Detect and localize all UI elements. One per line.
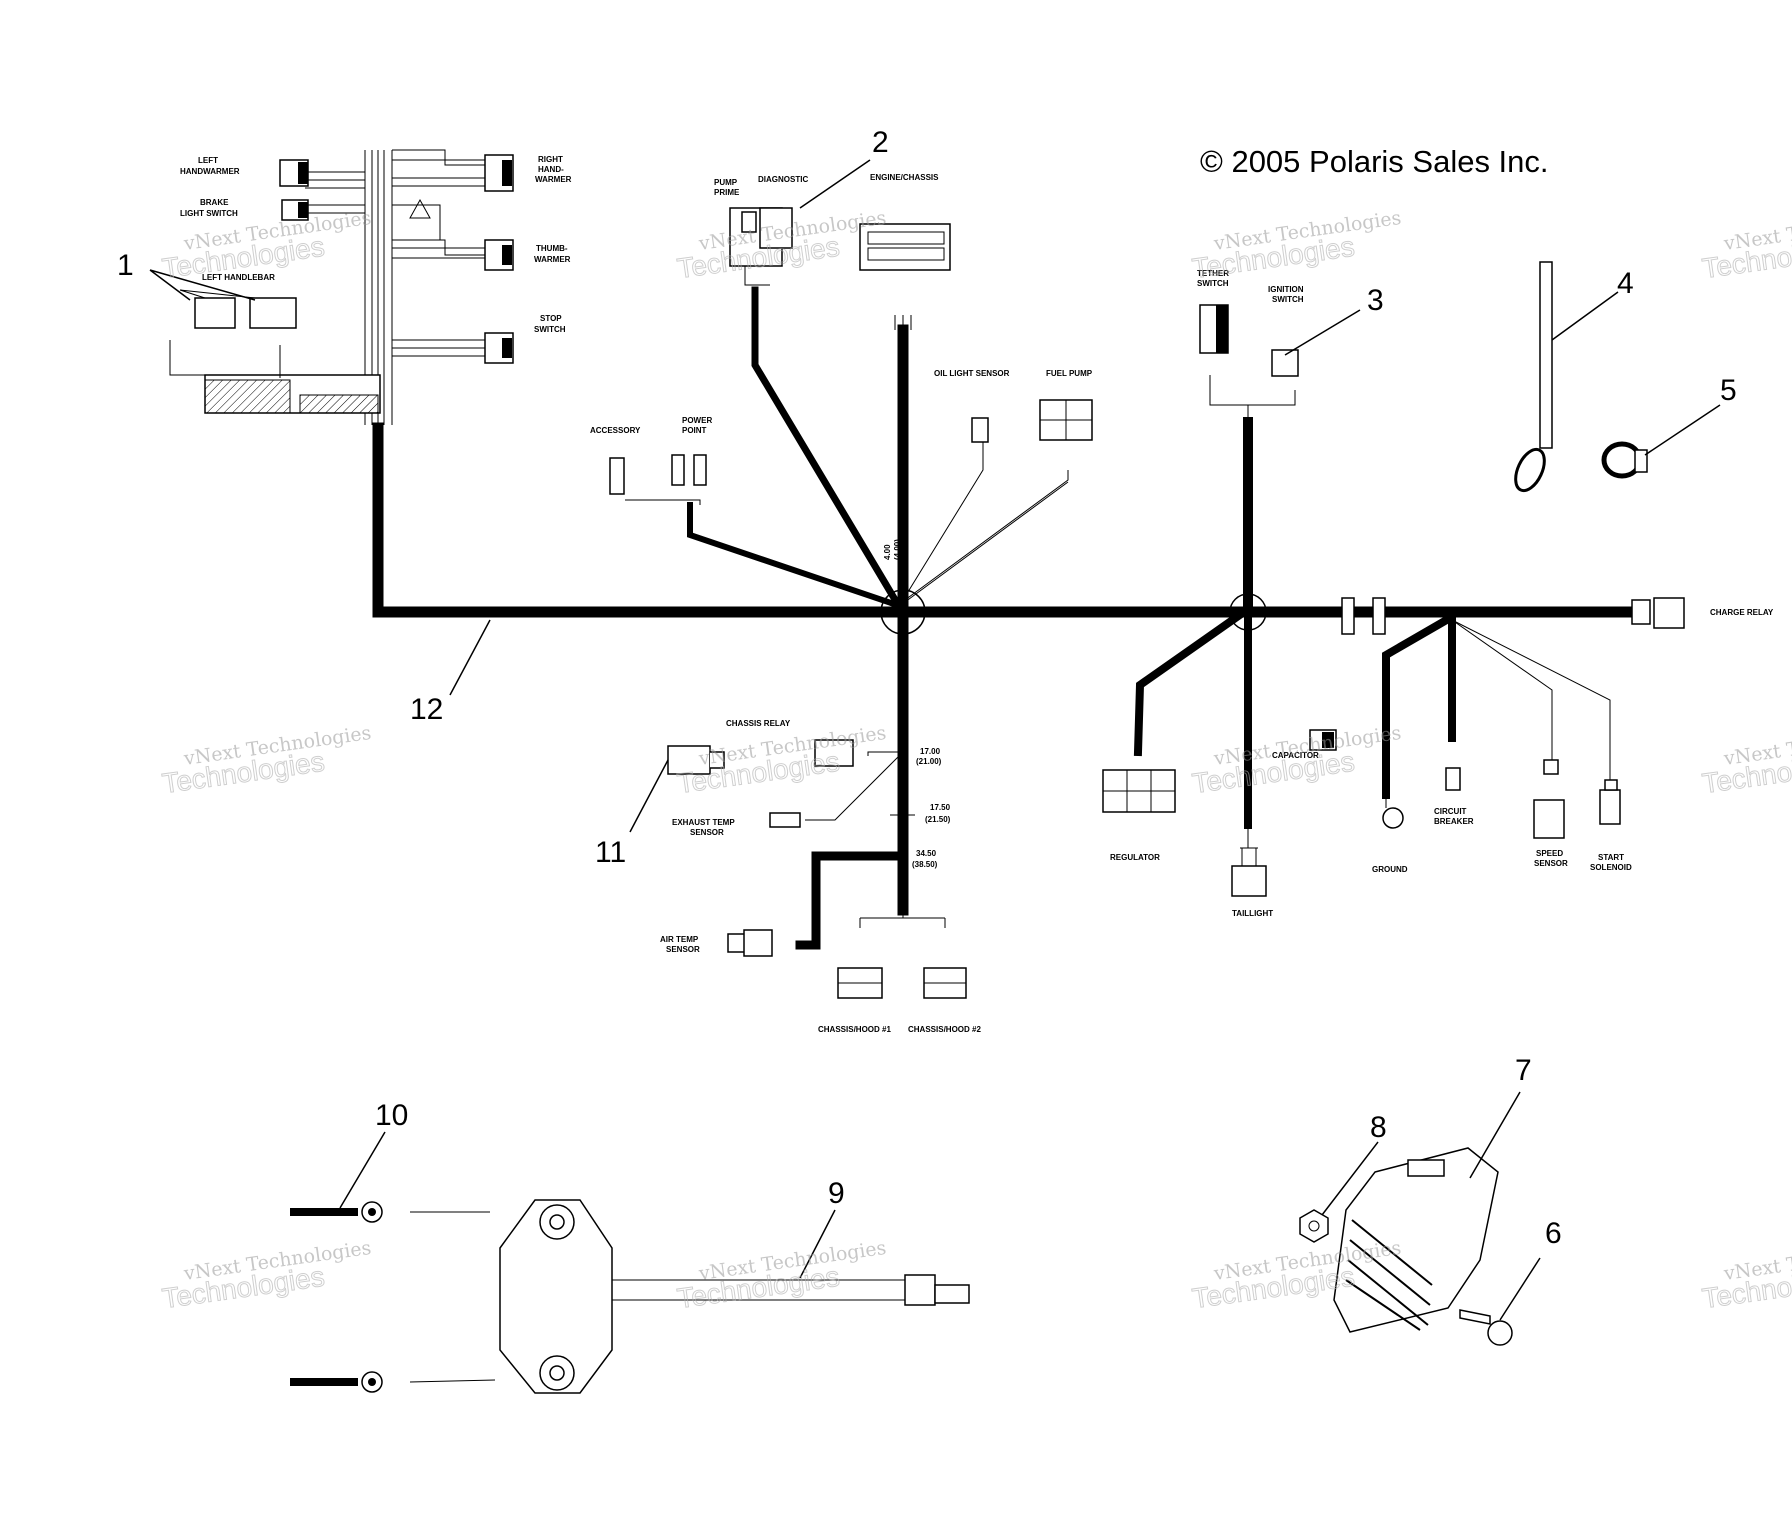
label-power-1: POWER [682, 416, 712, 425]
label-tether-2: SWITCH [1197, 279, 1229, 288]
connectors [609, 207, 1621, 999]
callout-leaders [149, 159, 1721, 1321]
label-oil-light: OIL LIGHT SENSOR [934, 369, 1010, 378]
label-left-handlebar: LEFT HANDLEBAR [202, 273, 275, 282]
label-brake-2: LIGHT SWITCH [180, 209, 238, 218]
label-left-handwarmer-2: HANDWARMER [180, 167, 240, 176]
label-taillight: TAILLIGHT [1232, 909, 1273, 918]
dim-1a: 4.00 [883, 544, 892, 560]
callout-11: 11 [595, 836, 626, 869]
callout-2: 2 [872, 126, 889, 159]
dim-2b: (21.00) [916, 757, 942, 766]
label-thumb-1: THUMB- [536, 244, 568, 253]
label-chassis-relay: CHASSIS RELAY [726, 719, 791, 728]
label-thumb-2: WARMER [534, 255, 571, 264]
label-ignition-2: SWITCH [1272, 295, 1304, 304]
dimension-labels: 4.00 (4.00) 17.00 (21.00) 17.50 (21.50) … [883, 539, 951, 869]
label-breaker-2: BREAKER [1434, 817, 1474, 826]
label-pump-2: PRIME [714, 188, 740, 197]
label-speed-2: SENSOR [1534, 859, 1568, 868]
label-stop-2: SWITCH [534, 325, 566, 334]
dim-4a: 34.50 [916, 849, 937, 858]
component-labels: LEFT HANDWARMER BRAKE LIGHT SWITCH LEFT … [180, 155, 1774, 1034]
label-speed-1: SPEED [1536, 849, 1563, 858]
label-exhaust-2: SENSOR [690, 828, 724, 837]
callout-5: 5 [1720, 374, 1737, 407]
label-regulator: REGULATOR [1110, 853, 1160, 862]
callout-6: 6 [1545, 1217, 1562, 1250]
label-stop-1: STOP [540, 314, 562, 323]
callout-12: 12 [410, 693, 443, 726]
copyright-text: © 2005 Polaris Sales Inc. [1200, 144, 1549, 179]
label-right-hw-1: RIGHT [538, 155, 563, 164]
label-brake-1: BRAKE [200, 198, 229, 207]
dim-3b: (21.50) [925, 815, 951, 824]
label-engine-chassis: ENGINE/CHASSIS [870, 173, 939, 182]
callout-4: 4 [1617, 267, 1634, 300]
callout-numbers: 1 2 3 4 5 6 7 8 9 10 11 12 [117, 126, 1737, 1250]
dim-4b: (38.50) [912, 860, 938, 869]
callout-7: 7 [1515, 1054, 1532, 1087]
dim-3a: 17.50 [930, 803, 951, 812]
loose-parts [290, 261, 1648, 1394]
left-handlebar-harness [169, 149, 514, 425]
dim-2a: 17.00 [920, 747, 941, 756]
callout-3: 3 [1367, 284, 1384, 317]
label-capacitor: CAPACITOR [1272, 751, 1319, 760]
callout-9: 9 [828, 1177, 845, 1210]
callout-8: 8 [1370, 1111, 1387, 1144]
label-power-2: POINT [682, 426, 707, 435]
label-start-2: SOLENOID [1590, 863, 1632, 872]
label-pump-1: PUMP [714, 178, 738, 187]
label-air-temp-1: AIR TEMP [660, 935, 699, 944]
label-exhaust-1: EXHAUST TEMP [672, 818, 735, 827]
label-breaker-1: CIRCUIT [1434, 807, 1467, 816]
label-hood-2: CHASSIS/HOOD #2 [908, 1025, 981, 1034]
label-ignition-1: IGNITION [1268, 285, 1304, 294]
label-right-hw-2: HAND- [538, 165, 564, 174]
label-right-hw-3: WARMER [535, 175, 572, 184]
callout-10: 10 [375, 1099, 408, 1132]
main-harness [372, 286, 1685, 950]
callout-1: 1 [117, 249, 134, 282]
label-start-1: START [1598, 853, 1624, 862]
label-ground: GROUND [1372, 865, 1408, 874]
label-fuel-pump: FUEL PUMP [1046, 369, 1093, 378]
label-air-temp-2: SENSOR [666, 945, 700, 954]
dim-1b: (4.00) [893, 539, 902, 560]
label-left-handwarmer-1: LEFT [198, 156, 218, 165]
label-tether-1: TETHER [1197, 269, 1229, 278]
label-diagnostic: DIAGNOSTIC [758, 175, 808, 184]
label-hood-1: CHASSIS/HOOD #1 [818, 1025, 891, 1034]
label-charge-relay: CHARGE RELAY [1710, 608, 1774, 617]
label-accessory: ACCESSORY [590, 426, 641, 435]
